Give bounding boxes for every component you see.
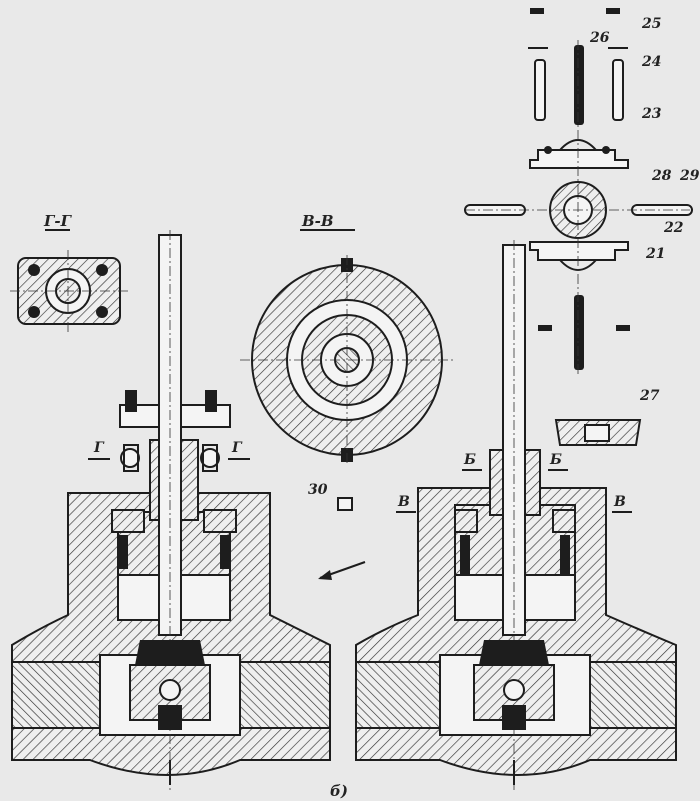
part-label-24: 24 [641,54,661,70]
cut-lines [45,229,632,513]
part-label-27: 27 [639,388,660,404]
section-gg-view [10,250,128,332]
right-valve-assembly [355,240,677,790]
cut-label-v-right: В [613,494,626,510]
section-vv-view [240,255,455,465]
cut-label-b-right: Б [549,452,562,468]
section-vv-title: В-В [301,212,334,230]
part-label-25: 25 [641,16,661,32]
exploded-parts [318,8,693,580]
cut-label-g-right: Г [231,440,243,456]
part-label-23: 23 [641,106,662,122]
part-label-26: 26 [589,30,610,46]
part-label-22: 22 [663,220,684,236]
part-label-30: 30 [308,482,328,498]
cut-label-g-left: Г [93,440,105,456]
cut-label-v-left: В [397,494,410,510]
part-label-28: 28 [651,168,672,184]
section-gg-title: Г-Г [43,212,73,230]
figure-caption: б) [330,782,348,800]
left-valve-assembly [11,230,331,790]
part-label-29: 29 [679,168,700,184]
part-label-21: 21 [645,246,665,262]
cut-label-b-left: Б [463,452,476,468]
